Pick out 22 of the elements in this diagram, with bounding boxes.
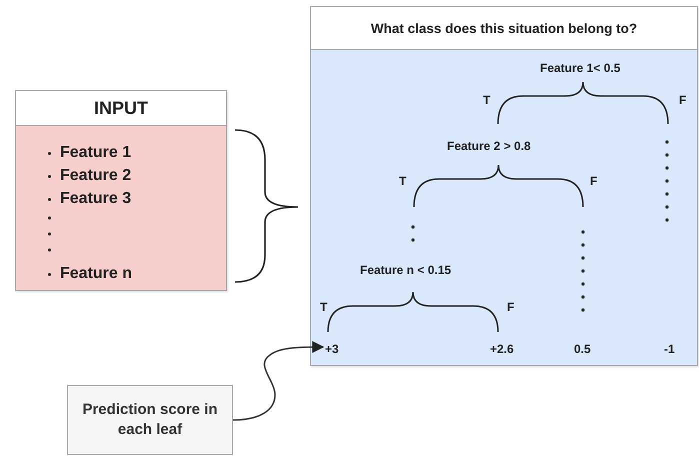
leaf-score: +3: [325, 341, 339, 357]
branch-label: F: [590, 173, 598, 189]
note-box: Prediction score in each leaf: [67, 385, 233, 455]
feature-item: Feature n: [48, 263, 132, 284]
card-title: INPUT: [16, 91, 226, 126]
curved-arrow: [232, 341, 324, 421]
panel-title: What class does this situation belong to?: [311, 7, 697, 50]
feature-item: Feature 2: [48, 165, 132, 186]
input-card: [15, 90, 227, 291]
split-condition: Feature 1< 0.5: [540, 60, 620, 76]
feature-item: Feature 3: [48, 188, 132, 209]
leaf-score: 0.5: [574, 341, 591, 357]
split-condition: Feature n < 0.15: [360, 262, 452, 278]
branch-label: F: [679, 92, 686, 108]
feature-item: Feature 1: [48, 142, 132, 163]
leaf-score: +2.6: [490, 341, 514, 357]
branch-label: T: [399, 173, 406, 189]
branch-label: T: [483, 92, 490, 108]
split-condition: Feature 2 > 0.8: [447, 138, 531, 154]
leaf-score: -1: [664, 341, 675, 357]
branch-label: F: [507, 299, 514, 315]
branch-label: T: [320, 299, 328, 315]
